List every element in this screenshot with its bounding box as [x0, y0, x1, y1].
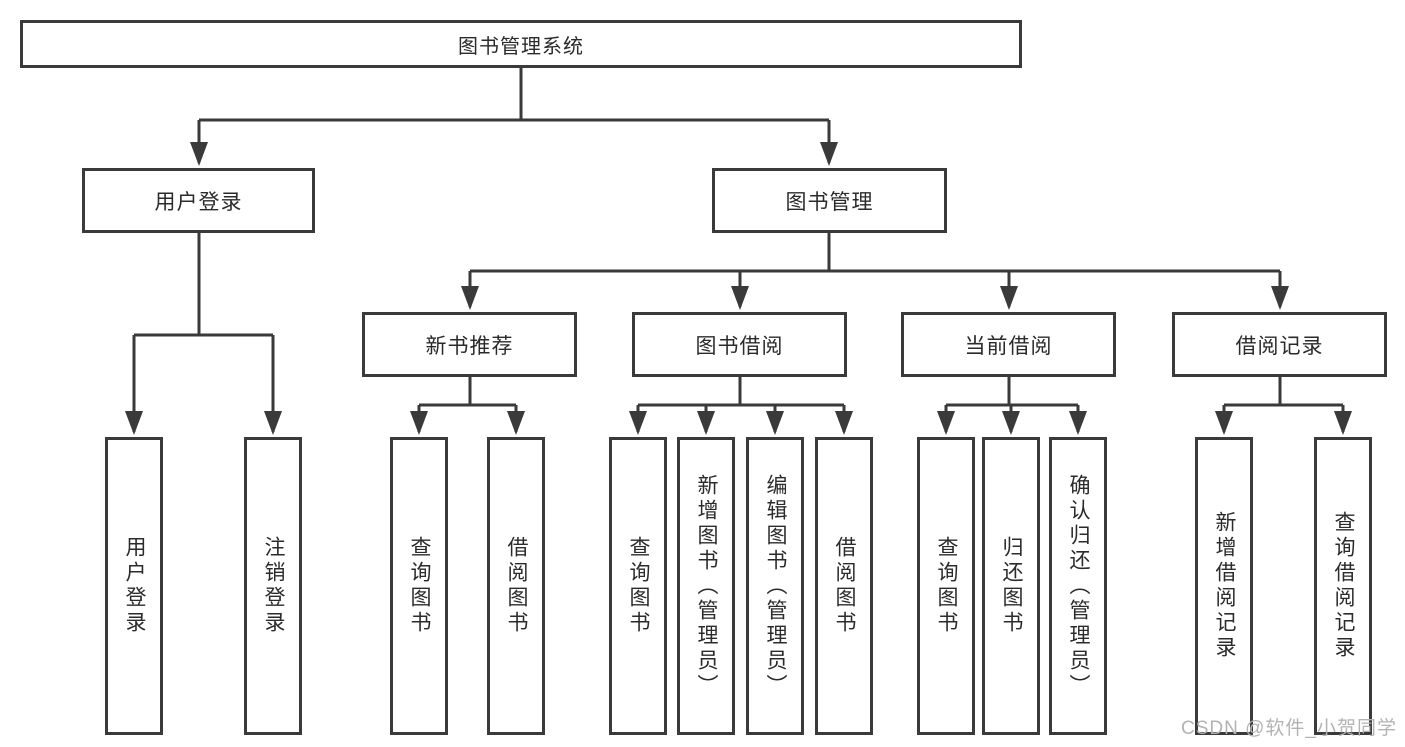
leaf-query-book-2: 查询图书: [609, 437, 667, 735]
leaf-add-borrow-record: 新增借阅记录: [1195, 437, 1253, 735]
leaf-confirm-return-admin: 确认归还（管理员）: [1049, 437, 1107, 735]
connector-book-mgmt-to-level3: [461, 233, 1289, 310]
leaf-borrow-book-1: 借阅图书: [487, 437, 545, 735]
watermark: CSDN @软件_小贺同学: [1181, 718, 1397, 739]
leaf-return-book: 归还图书: [982, 437, 1040, 735]
leaf-user-login: 用户登录: [105, 437, 163, 735]
leaf-edit-book-admin: 编辑图书（管理员）: [746, 437, 804, 735]
node-book-borrowing: 图书借阅: [632, 312, 847, 377]
connector-root-to-level2: [190, 68, 838, 166]
connector-new-book-rec-to-leaves: [410, 377, 525, 435]
connector-user-login-to-leaves: [125, 233, 282, 435]
node-library-system: 图书管理系统: [20, 20, 1022, 68]
node-new-book-recommend: 新书推荐: [362, 312, 577, 377]
node-book-management: 图书管理: [712, 168, 947, 233]
leaf-query-book-3: 查询图书: [917, 437, 975, 735]
node-user-login: 用户登录: [82, 168, 315, 233]
connector-book-borrow-to-leaves: [629, 377, 853, 435]
leaf-borrow-book-2: 借阅图书: [815, 437, 873, 735]
leaf-logout: 注销登录: [244, 437, 302, 735]
connector-current-borrow-to-leaves: [937, 377, 1087, 435]
connector-borrow-records-to-leaves: [1215, 377, 1352, 435]
leaf-query-borrow-record: 查询借阅记录: [1314, 437, 1372, 735]
node-borrow-records: 借阅记录: [1172, 312, 1387, 377]
leaf-add-book-admin: 新增图书（管理员）: [677, 437, 735, 735]
leaf-query-book-1: 查询图书: [390, 437, 448, 735]
node-current-borrowing: 当前借阅: [901, 312, 1116, 377]
